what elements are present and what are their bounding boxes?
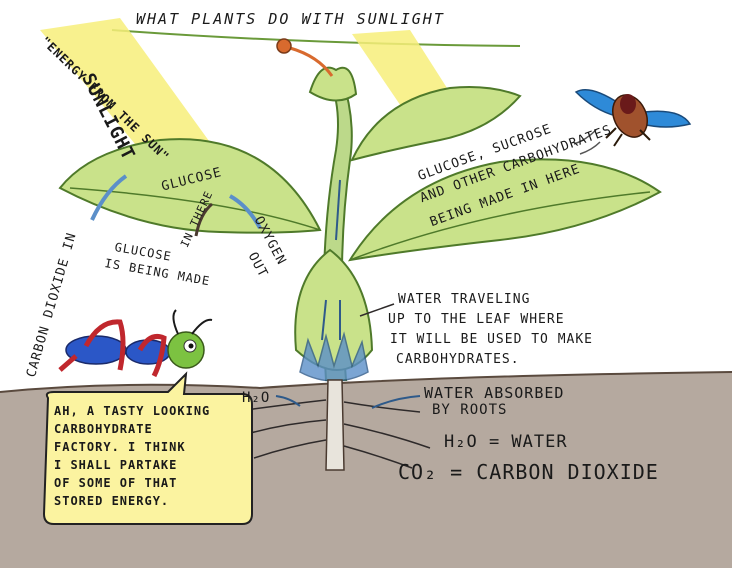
glucose-arrow (194, 202, 214, 237)
stem-note-line1: WATER TRAVELING (398, 292, 531, 307)
oxygen-out-arrow (228, 194, 262, 229)
bug-wing-right (641, 110, 692, 128)
soil-surface-line (0, 371, 732, 393)
taproot (325, 379, 345, 471)
stem-water-arrow-1 (321, 299, 327, 341)
roots-absorbed-line1: WATER ABSORBED (424, 384, 565, 402)
flower-stamen-tip (276, 38, 292, 54)
speech-bubble-line: STORED ENERGY. (54, 494, 170, 508)
speech-bubble-line: CARBOHYDRATE (54, 422, 153, 436)
stem-note-line3: IT WILL BE USED TO MAKE (390, 332, 594, 347)
stem-note-line2: UP TO THE LEAF WHERE (388, 312, 565, 327)
ant-pupil (188, 343, 194, 349)
root-lines (239, 399, 431, 469)
stem-water-arrow-3 (335, 179, 341, 241)
stem-base-water (299, 331, 369, 382)
root-water-arrow-1 (275, 395, 301, 407)
ant-legs (58, 319, 167, 378)
root-water-arrow-2 (371, 395, 421, 409)
flower-stamen (289, 46, 334, 77)
left-leaf (58, 138, 322, 234)
bug-face (620, 94, 636, 114)
bug-wing-left (574, 89, 621, 117)
bug-motion-lines (573, 129, 601, 155)
roots-h2o-label: H₂O (242, 390, 271, 406)
speech-bubble-shape (42, 371, 253, 525)
speech-bubble-line: OF SOME OF THAT (54, 476, 178, 490)
co2-in-arrow (90, 174, 128, 221)
title-underline (111, 29, 521, 47)
flower-bud (308, 66, 358, 102)
bug-legs (605, 127, 651, 147)
speech-bubble-line: I SHALL PARTAKE (54, 458, 178, 472)
stem-note-line4: CARBOHYDRATES. (396, 352, 520, 367)
upper-right-leaf (350, 86, 522, 162)
right-leaf-vein (349, 191, 651, 261)
legend-h2o: H₂O = WATER (444, 432, 568, 452)
diagram-title: WHAT PLANTS DO WITH SUNLIGHT (136, 10, 445, 28)
speech-bubble-line: AH, A TASTY LOOKING (54, 404, 211, 418)
speech-bubble-line: FACTORY. I THINK (54, 440, 186, 454)
ant-antennae (172, 309, 213, 335)
stem-note-arrow (359, 303, 395, 317)
legend-co2: CO₂ = CARBON DIOXIDE (398, 460, 659, 484)
roots-absorbed-line2: BY ROOTS (432, 402, 508, 418)
